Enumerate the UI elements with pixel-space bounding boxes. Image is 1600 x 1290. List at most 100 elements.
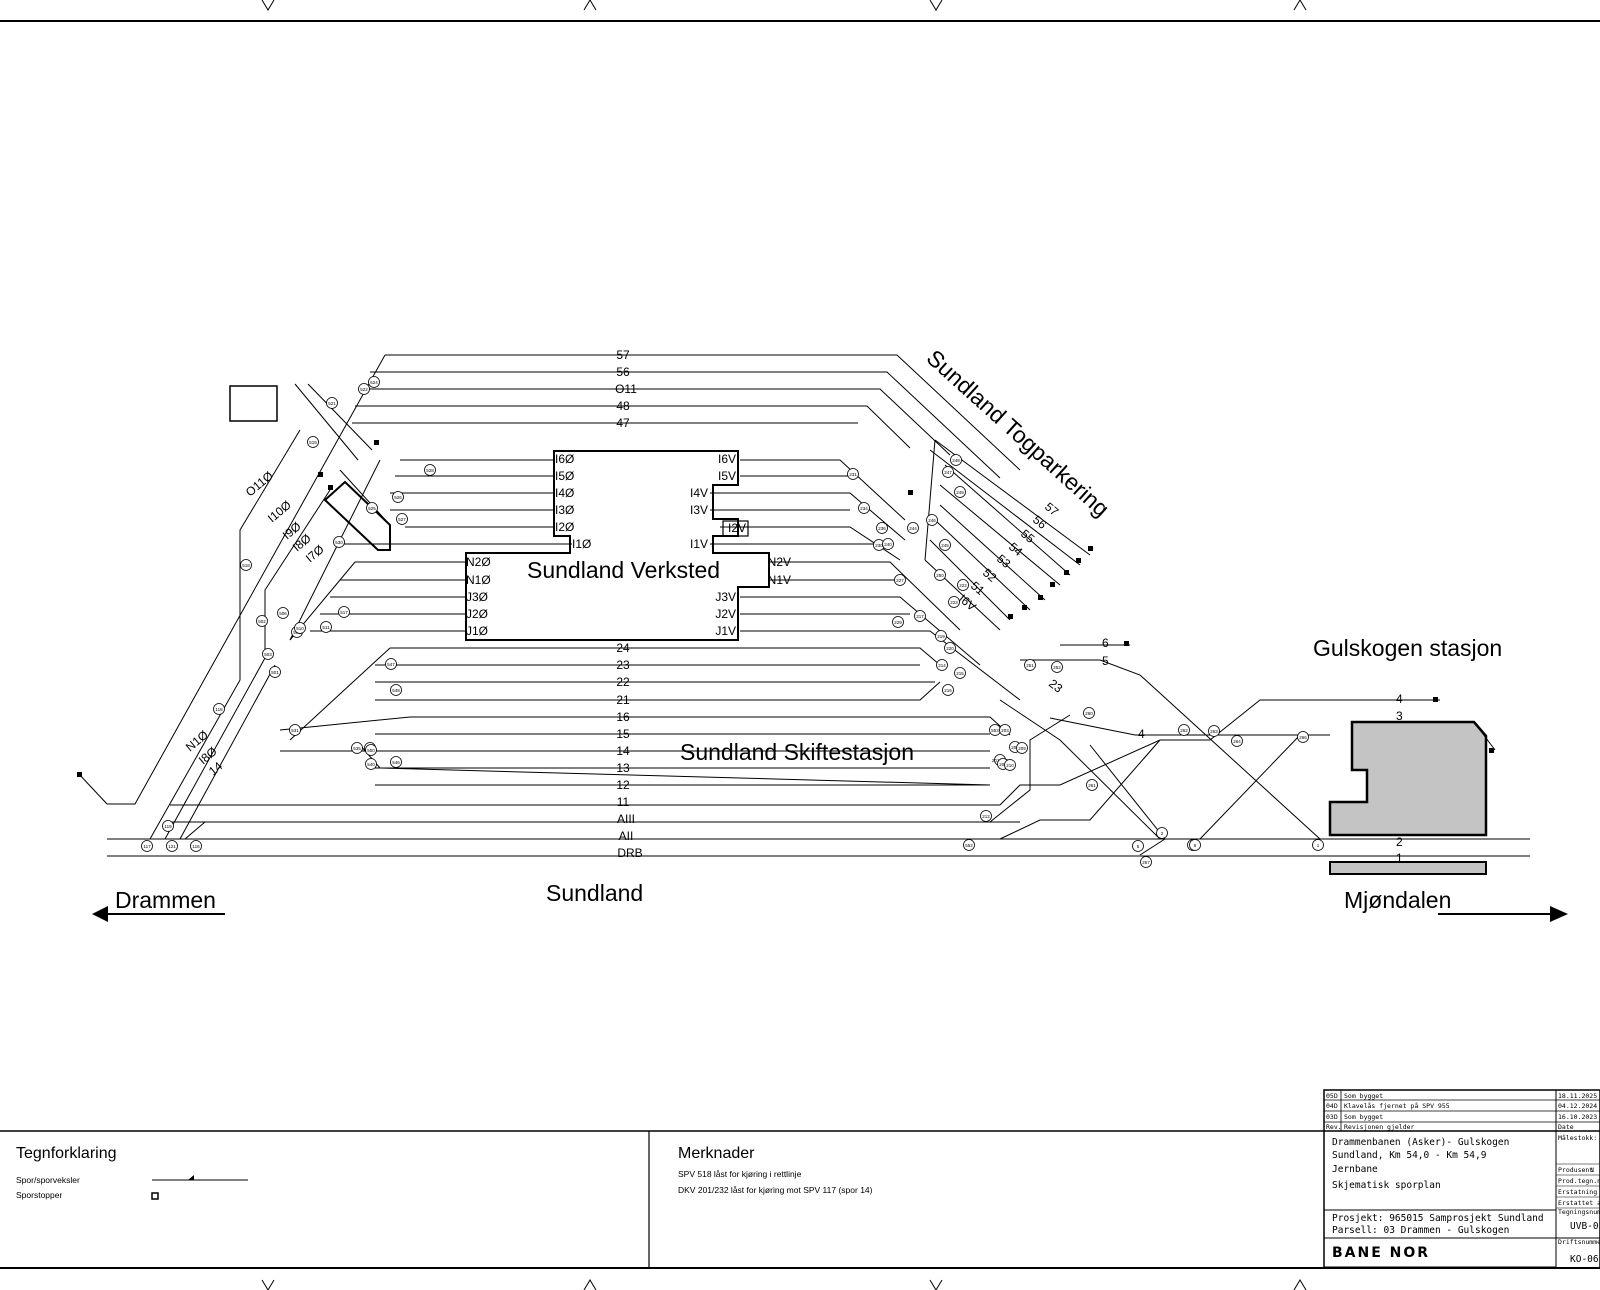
diag-label: 53	[994, 552, 1013, 572]
switch-number: 203	[1001, 728, 1009, 733]
label-sundland-verksted: Sundland Verksted	[527, 557, 720, 583]
switch-circle	[1231, 735, 1243, 747]
port-label: I6V	[718, 452, 736, 466]
switch-number: 245	[941, 543, 949, 548]
switch-circle	[942, 684, 954, 696]
notes-title: Merknader	[678, 1145, 755, 1162]
diag-label: 55	[1018, 527, 1037, 547]
port-label: I2V	[728, 521, 746, 535]
track-label: 21	[616, 693, 630, 707]
track-label: 16	[616, 710, 630, 724]
switch-circle	[396, 513, 408, 525]
track-label: 6	[1102, 636, 1109, 650]
right-diagonal-labels: 57 56 55 54 53 52 51 I6V	[956, 500, 1061, 614]
switch-circle	[190, 840, 202, 852]
label-drammen: Drammen	[115, 887, 216, 913]
port-label: N1Ø	[466, 573, 491, 587]
switch-circle	[963, 839, 975, 851]
port-label: J1V	[715, 624, 736, 638]
track-label: 56	[616, 365, 630, 379]
track-label: 2	[1396, 835, 1403, 849]
gulskogen-platform	[1328, 720, 1488, 837]
port-label: J3Ø	[466, 590, 488, 604]
bane-nor-logo: BANE NOR	[1332, 1245, 1430, 1261]
switch-number: 547	[387, 662, 395, 667]
track-label: AII	[619, 829, 634, 843]
track-label: 15	[616, 727, 630, 741]
switch-circle	[1189, 839, 1201, 851]
port-label: I5V	[718, 469, 736, 483]
label-mjondalen: Mjøndalen	[1344, 887, 1451, 913]
switch-number: 267	[1142, 860, 1150, 865]
switch-circle	[999, 724, 1011, 736]
switch-circle	[1016, 742, 1028, 754]
port-label: J2Ø	[466, 607, 488, 621]
buffer-stop-symbol-icon	[151, 1192, 159, 1200]
verksted-outline	[465, 450, 770, 641]
tb-label: Produsent	[1558, 1166, 1593, 1174]
tb-value: N	[1590, 1166, 1594, 1174]
switch-number: 247	[944, 470, 952, 475]
port-label: I3Ø	[555, 503, 574, 517]
switch-circle	[939, 539, 951, 551]
switch-circle	[950, 454, 962, 466]
switch-markers: 1171211161191185015035025065055105115175…	[141, 376, 1324, 868]
port-label: J2V	[715, 607, 736, 621]
switch-circle	[365, 758, 377, 770]
switch-circle	[269, 666, 281, 678]
title-block-text: Drammenbanen (Asker)- Gulskogen Sundland…	[1332, 1133, 1600, 1265]
track-label: AIII	[617, 812, 635, 826]
switch-number: 210	[1006, 763, 1014, 768]
switch-number: 517	[340, 610, 348, 615]
switch-circle	[351, 742, 363, 754]
track-label: 47	[616, 416, 630, 430]
switch-circle	[1024, 659, 1036, 671]
switch-circle	[942, 466, 954, 478]
switch-number: 220	[946, 646, 954, 651]
track-label: 24	[616, 641, 630, 655]
tb-label: Erstattet av	[1558, 1199, 1600, 1207]
track-label: DRB	[617, 846, 642, 860]
switch-number: 252	[1053, 665, 1061, 670]
switch-circle	[392, 491, 404, 503]
switch-number: 263	[1210, 729, 1218, 734]
switch-number: 244	[909, 526, 917, 531]
switch-number: 511	[322, 625, 330, 630]
arrow-drammen-icon	[92, 906, 225, 922]
left-parallelogram	[323, 480, 391, 551]
switch-circle	[166, 840, 178, 852]
rev-text: Som bygget	[1344, 1092, 1383, 1100]
note-line: SPV 518 låst for kjøring i rettlinje	[678, 1169, 802, 1179]
switch-circle	[277, 607, 289, 619]
legend-item: Sporstopper	[16, 1190, 62, 1200]
track-label: 1	[1396, 851, 1403, 865]
switch-number: 223	[950, 600, 958, 605]
tb-line: Jernbane	[1332, 1164, 1378, 1175]
rev-date: 16.10.2023	[1558, 1113, 1597, 1121]
switch-number: 121	[168, 844, 176, 849]
legend-item: Spor/sporveksler	[16, 1175, 80, 1185]
tb-value: KO-06	[1570, 1254, 1599, 1265]
switch-circle	[876, 522, 888, 534]
tb-label: Erstatning for	[1558, 1188, 1600, 1196]
switch-number: 5	[1137, 844, 1140, 849]
notes: Merknader SPV 518 låst for kjøring i ret…	[678, 1145, 873, 1195]
switch-circle	[926, 514, 938, 526]
arrow-mjondalen-icon	[1438, 906, 1568, 922]
track-label: 5	[1102, 654, 1109, 668]
switch-number: 528	[426, 468, 434, 473]
buffer-stop-icons	[77, 440, 1494, 777]
switch-number: 524	[370, 380, 378, 385]
switch-number: 118	[215, 707, 223, 712]
switch-number: 250	[936, 573, 944, 578]
verksted-port-labels-right: I6V I5V I4V I3V I2V I1V N2V N1V J3V J2V …	[690, 452, 791, 638]
rev-date: 18.11.2025	[1558, 1092, 1597, 1100]
label-sundland: Sundland	[546, 880, 643, 906]
switch-number: 205	[1011, 745, 1019, 750]
port-label: I5Ø	[555, 469, 574, 483]
switch-number: 548	[392, 688, 400, 693]
label-gulskogen-stasjon: Gulskogen stasjon	[1313, 635, 1502, 661]
switch-number: 540	[367, 762, 375, 767]
port-label: J1Ø	[466, 624, 488, 638]
switch-number: 222	[959, 583, 967, 588]
